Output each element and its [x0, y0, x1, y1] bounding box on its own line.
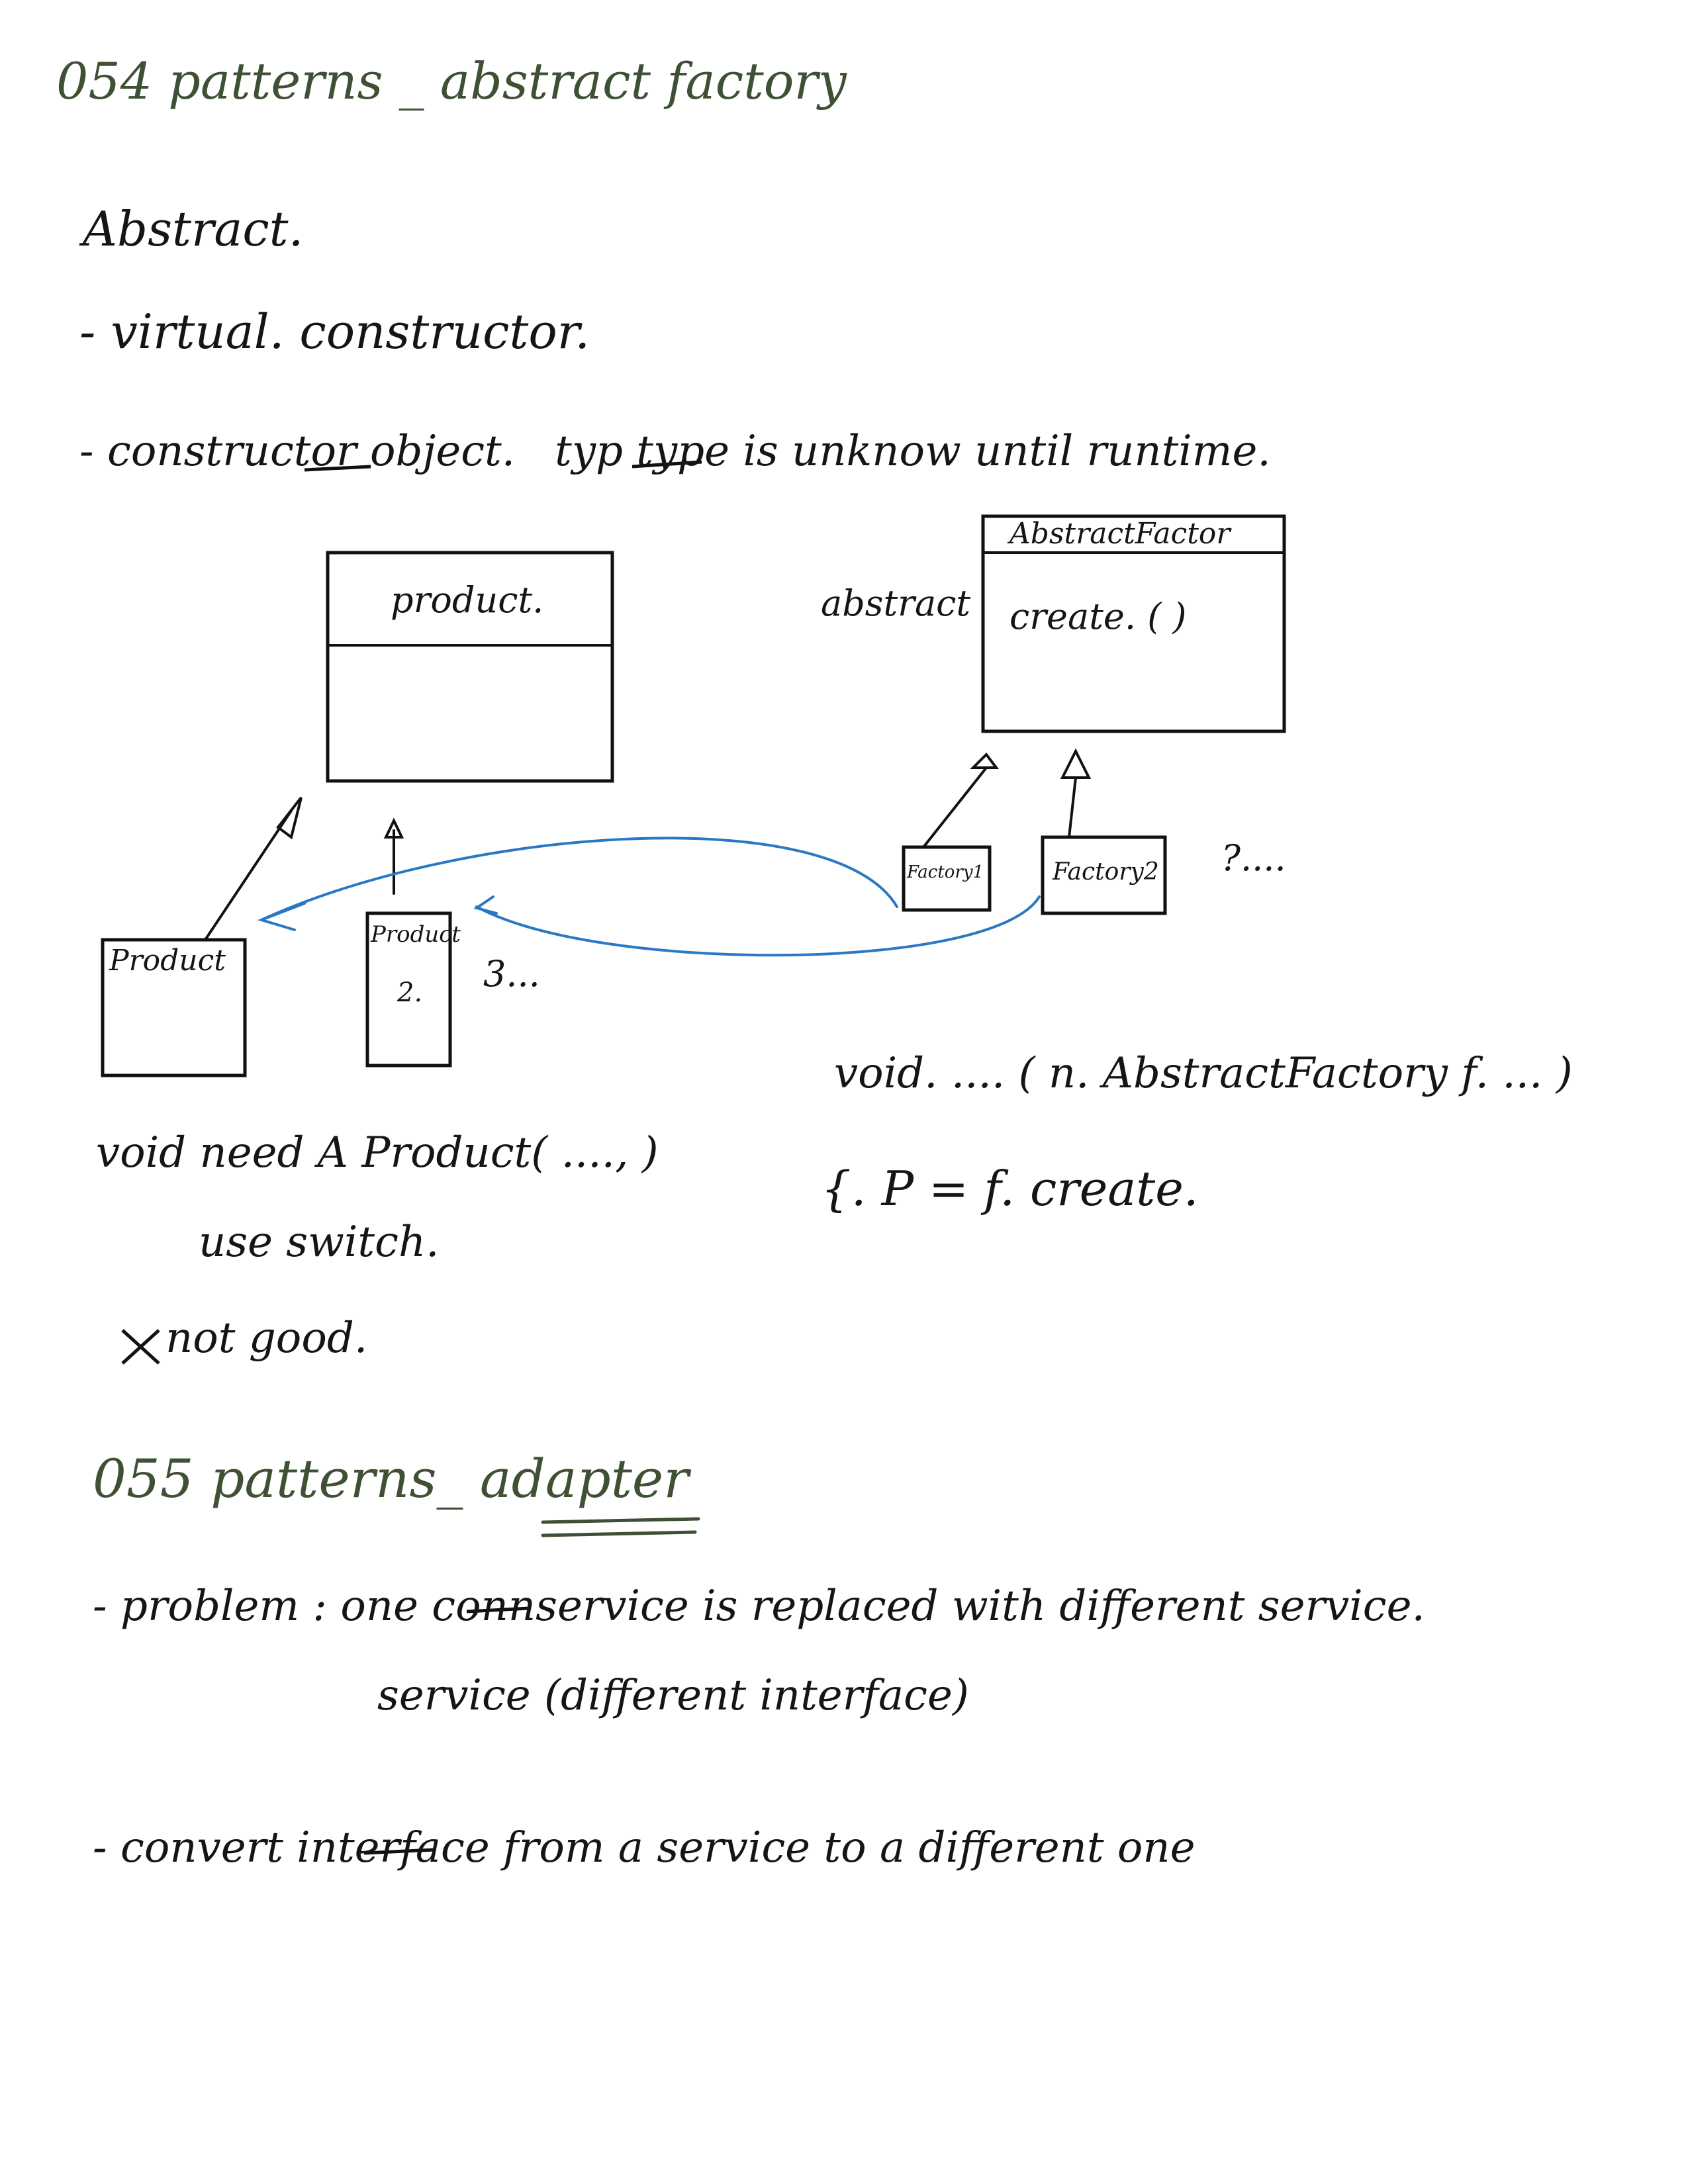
factory-2-label: Factory2	[1053, 858, 1159, 886]
product-2-label-line-1: Product	[371, 921, 461, 948]
problem-prefix: - problem : one	[93, 1582, 432, 1631]
not-good: not good.	[165, 1314, 368, 1363]
factory-1-to-product-1-head	[257, 902, 306, 931]
strike-face	[363, 1848, 434, 1855]
product-1-box	[101, 938, 247, 1077]
create-line: {. P = f. create.	[821, 1161, 1199, 1216]
abstract-factory-box	[981, 514, 1286, 733]
abstract-factory-title: AbstractFactor	[1009, 517, 1231, 551]
factory-2-to-product-2-curve	[475, 895, 1041, 957]
abstract-tag: abstract	[821, 582, 971, 624]
product-class-title: product.	[391, 579, 544, 621]
convert-prefix: - convert inter	[93, 1823, 400, 1872]
factory-more: ?....	[1221, 837, 1286, 879]
strike-constructor-or	[304, 465, 371, 472]
product-more: 3...	[483, 953, 540, 995]
convert-suffix: from a service to a different one	[489, 1823, 1196, 1872]
bullet-virtual-constructor: - virtual. constructor.	[79, 304, 590, 359]
problem-struck: conn	[432, 1582, 536, 1631]
bullet-2-prefix: - construct	[79, 427, 311, 476]
factory-1-label: Factory1	[907, 862, 984, 882]
product-2-box	[365, 911, 452, 1068]
not-good-cross-2	[121, 1329, 160, 1365]
problem-line: - problem : one connservice is replaced …	[93, 1585, 1425, 1627]
bullet-construct-object: - constructor object. typ type is unknow …	[79, 430, 1271, 473]
create-method: create. ( )	[1009, 596, 1187, 637]
factory-1-box	[902, 845, 992, 912]
abstract-label: Abstract.	[83, 201, 304, 257]
void-abstract-factory-line: void. .... ( n. AbstractFactory f. ... )	[834, 1049, 1573, 1098]
product-1-inherit-line	[204, 809, 293, 941]
void-need-product: void need A Product( ...., )	[96, 1128, 659, 1177]
bullet-2-mid: object.	[356, 427, 516, 476]
bullet-2-suffix: type is unknow until runtime.	[622, 427, 1271, 476]
factory-2-inherit-head	[1060, 748, 1092, 779]
factory-1-to-product-1-curve	[260, 837, 898, 921]
product-2-label-line-2: 2.	[397, 978, 423, 1008]
adapter-underline-2	[541, 1530, 697, 1537]
use-switch: use switch.	[199, 1218, 440, 1267]
convert-struck: face	[400, 1823, 490, 1872]
bullet-2-struck-2: typ	[555, 427, 623, 476]
adapter-heading: 055 patterns_ adapter	[93, 1448, 689, 1510]
strike-conn	[466, 1606, 530, 1614]
strike-typ	[632, 460, 702, 469]
bullet-2-struck: or	[310, 427, 357, 476]
factory-2-to-product-2-head	[473, 895, 498, 915]
factory-2-box	[1041, 835, 1167, 915]
product-class-box	[326, 551, 614, 783]
adapter-underline-1	[541, 1517, 700, 1524]
factory-1-inherit-head	[970, 752, 999, 769]
product-2-inherit-head	[383, 817, 404, 839]
product-1-label: Product	[109, 944, 226, 978]
factory-1-inherit-line	[922, 766, 988, 848]
product-1-inherit-head	[276, 796, 303, 840]
problem-suffix: service is replaced with different servi…	[536, 1582, 1425, 1631]
convert-line: - convert interface from a service to a …	[93, 1827, 1196, 1869]
abstract-factory-heading: 054 patterns _ abstract factory	[56, 52, 847, 111]
factory-2-inherit-line	[1068, 776, 1077, 839]
problem-line-2: service (different interface)	[377, 1671, 969, 1720]
